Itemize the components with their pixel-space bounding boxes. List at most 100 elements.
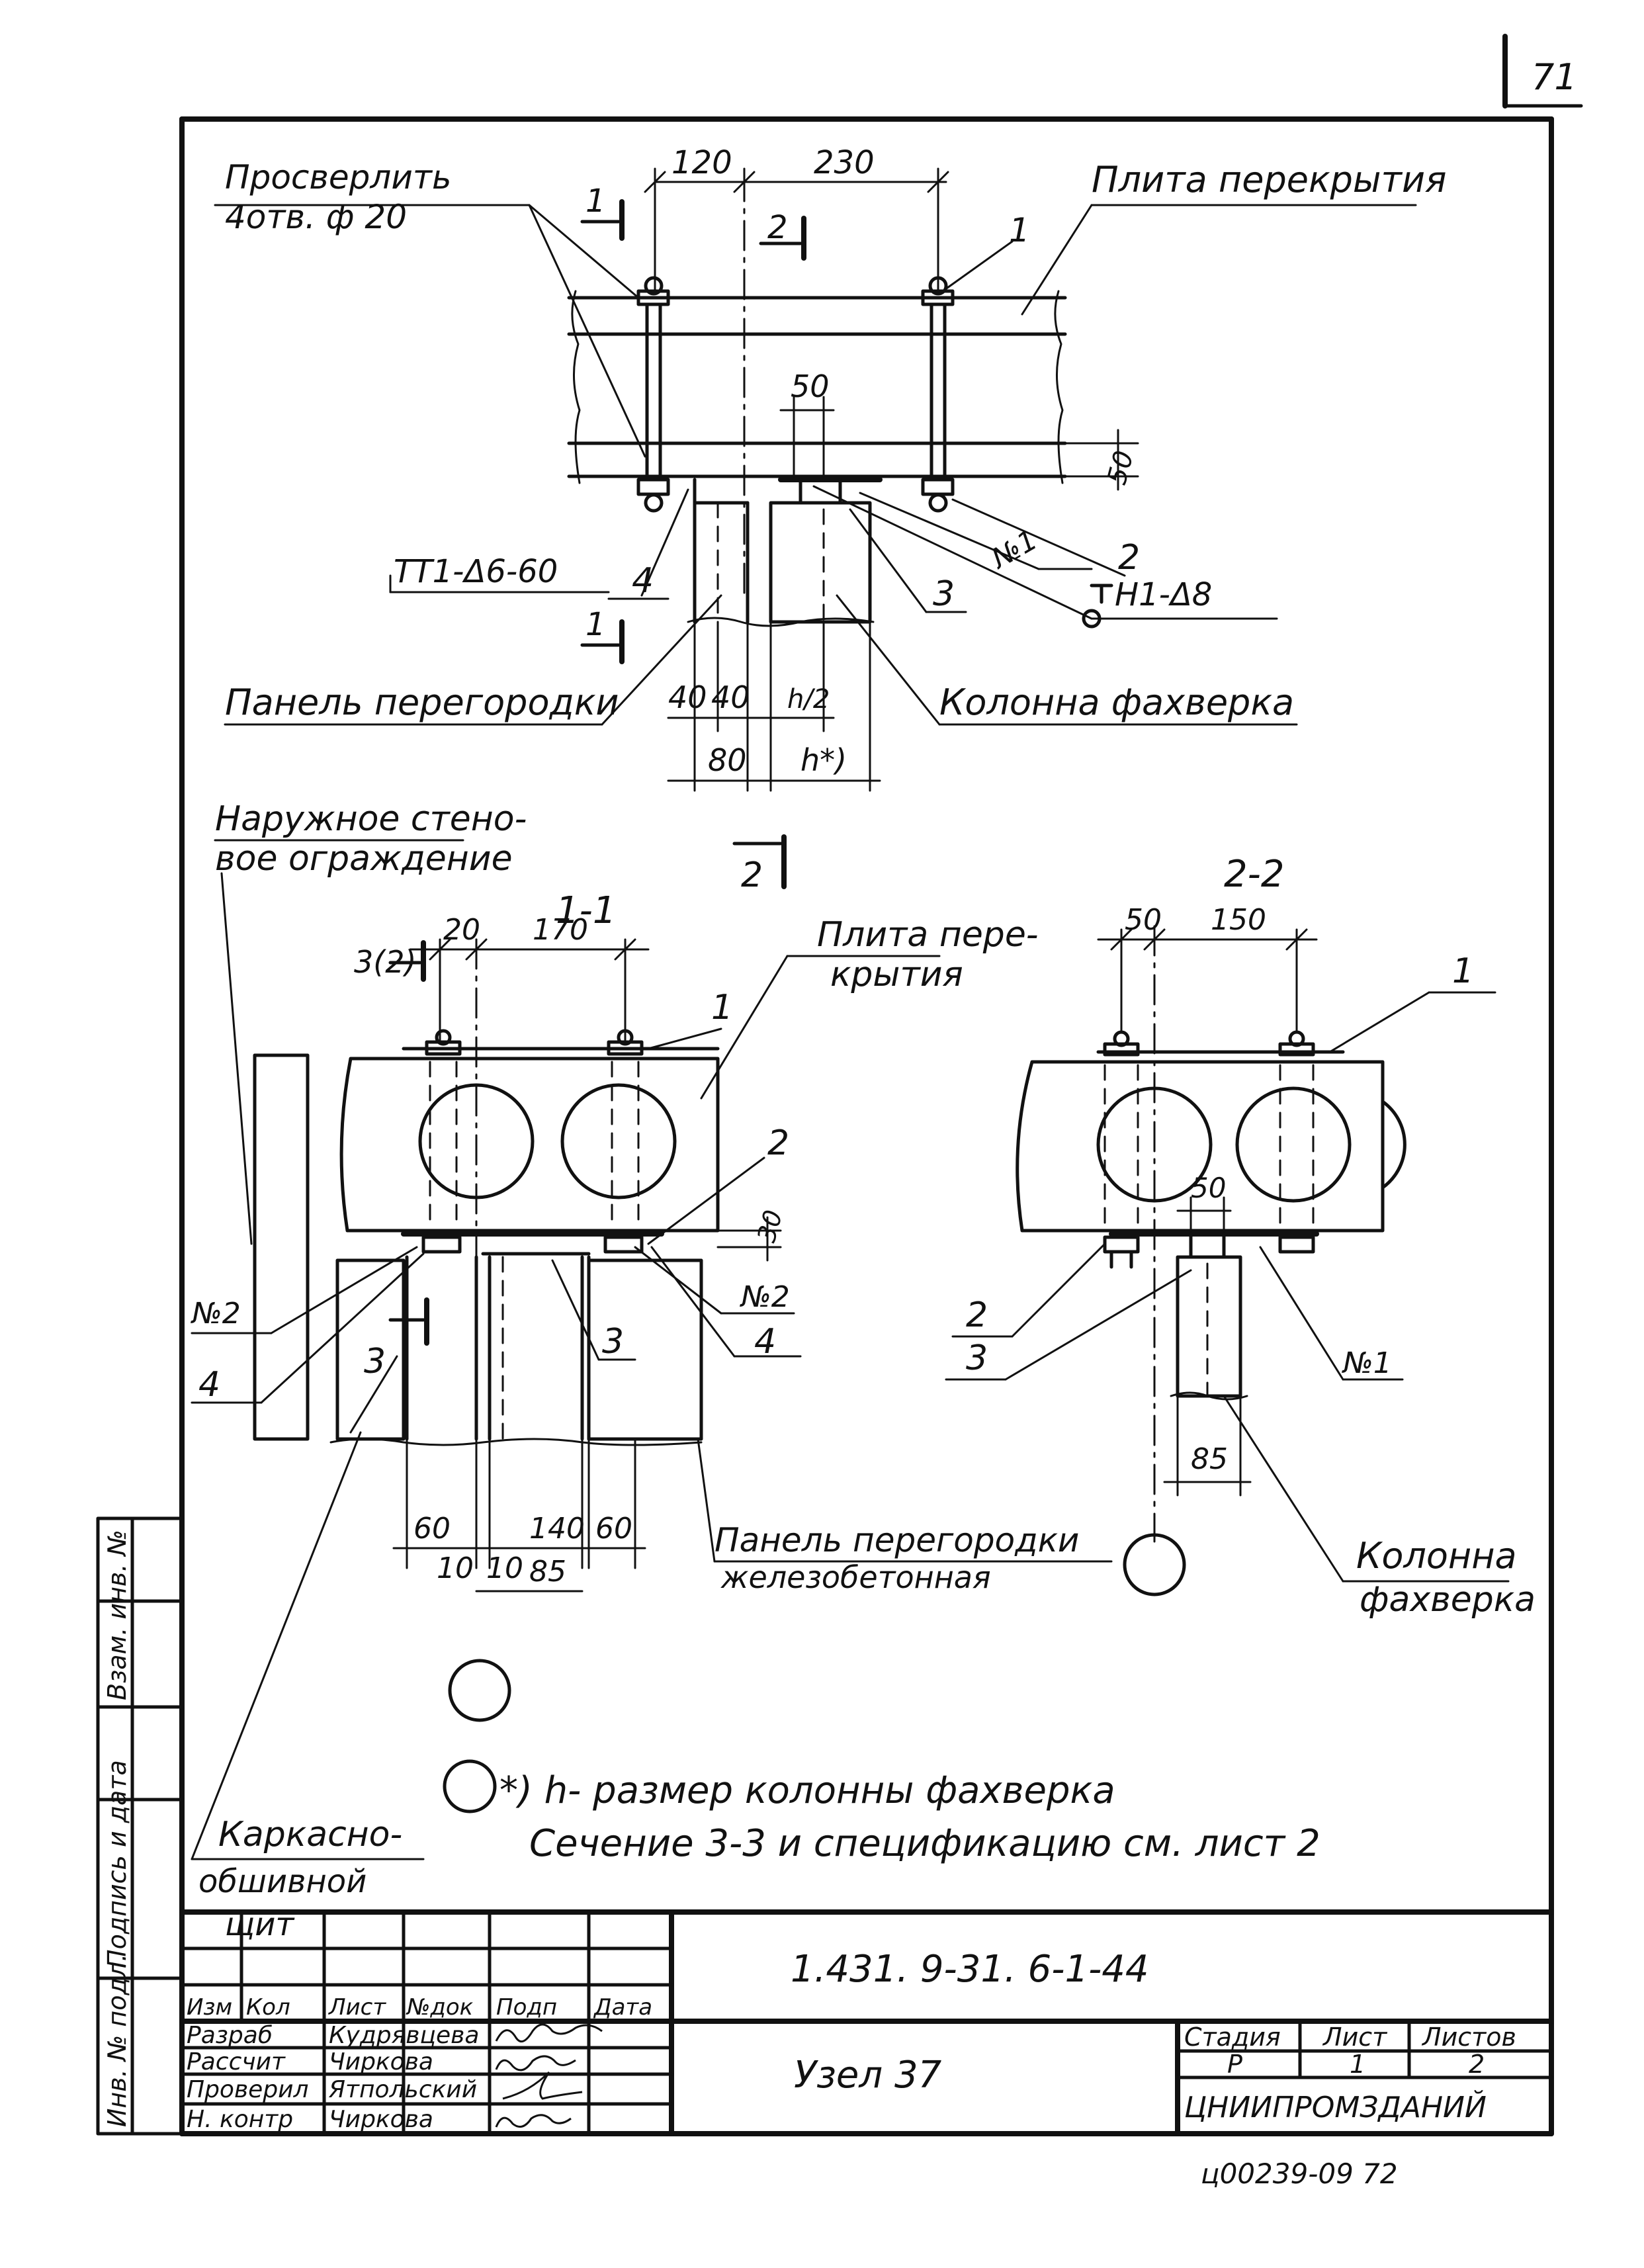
axis-marker-right bbox=[1123, 1533, 1186, 1596]
cut-2-top: 2 bbox=[767, 209, 788, 246]
tb-role-developer: Разраб bbox=[187, 2022, 273, 2049]
callout-n2-right: №2 bbox=[739, 1280, 790, 1314]
dim-50-s22-a: 50 bbox=[1125, 903, 1162, 937]
dim-h-half: h/2 bbox=[787, 684, 830, 715]
section-2-2-title: 2-2 bbox=[1224, 853, 1284, 896]
page-number: 71 bbox=[1532, 56, 1577, 98]
tb-role-norm-control: Н. контр bbox=[187, 2106, 293, 2133]
callout-1-s22: 1 bbox=[1452, 951, 1474, 991]
stamp-replace-inv: Взам. инв. № bbox=[103, 1530, 132, 1700]
callout-3-s22: 3 bbox=[966, 1338, 988, 1378]
dim-h: h*) bbox=[800, 742, 847, 778]
slab-label: Плита перекрытия bbox=[1092, 159, 1447, 200]
tb-name-developer: Кудрявцева bbox=[329, 2022, 479, 2049]
callout-4-right: 4 bbox=[754, 1322, 776, 1362]
cut-1-top: 1 bbox=[585, 183, 606, 220]
tb-header-date: Дата bbox=[593, 1994, 652, 2021]
frame-shield-line1: Каркасно- bbox=[218, 1815, 402, 1854]
callout-4: 4 bbox=[632, 561, 654, 601]
callout-4-left: 4 bbox=[198, 1365, 220, 1405]
node-name: Узел 37 bbox=[794, 2054, 942, 2097]
slab-label-s11-line2: крытия bbox=[830, 955, 963, 994]
callout-1-s11: 1 bbox=[711, 988, 733, 1027]
tb-name-checked: Ятпольский bbox=[328, 2076, 477, 2103]
tb-stage: Р bbox=[1227, 2050, 1242, 2079]
dim-85-s22: 85 bbox=[1191, 1442, 1228, 1476]
cut-2-bottom: 2 bbox=[741, 855, 763, 895]
signature-developer bbox=[495, 2023, 603, 2043]
callout-1: 1 bbox=[1009, 211, 1030, 249]
dim-140: 140 bbox=[529, 1512, 585, 1546]
dim-40-a: 40 bbox=[668, 679, 707, 715]
panel-label-s11-line1: Панель перегородки bbox=[714, 1521, 1079, 1559]
note-marker-circle bbox=[443, 1759, 497, 1813]
dim-20: 20 bbox=[443, 913, 480, 947]
outer-wall-label-line2: вое ограждение bbox=[215, 839, 513, 879]
column-label: Колонна фахверка bbox=[939, 681, 1294, 723]
cut-3-label: 3(2) bbox=[354, 944, 416, 980]
dim-40-b: 40 bbox=[711, 679, 750, 715]
tb-header-sign: Подп bbox=[496, 1994, 557, 2021]
column-label-s22-line1: Колонна bbox=[1356, 1535, 1517, 1577]
tb-sheets: 2 bbox=[1469, 2050, 1485, 2079]
tb-header-izm: Изм bbox=[187, 1994, 232, 2021]
section-1-1-title: 1-1 bbox=[556, 889, 616, 932]
tb-stage-header: Стадия bbox=[1184, 2023, 1281, 2052]
panel-label-s11-line2: железобетонная bbox=[720, 1559, 991, 1595]
dim-60-b: 60 bbox=[595, 1512, 632, 1546]
tb-sheets-header: Листов bbox=[1421, 2023, 1516, 2052]
dim-50-s22-b: 50 bbox=[1191, 1172, 1226, 1204]
tb-org: ЦНИИПРОМЗДАНИЙ bbox=[1184, 2089, 1487, 2124]
dim-230: 230 bbox=[814, 144, 875, 181]
tb-name-calculated: Чиркова bbox=[329, 2048, 433, 2075]
mark-h1: Н1-Δ8 bbox=[1115, 576, 1212, 613]
tb-header-list: Лист bbox=[327, 1994, 386, 2021]
stamp-sign-date: Подпись и дата bbox=[103, 1760, 132, 1968]
signature-calculated bbox=[495, 2055, 576, 2072]
axis-marker-left bbox=[448, 1659, 511, 1722]
tb-name-norm-control: Чиркова bbox=[329, 2106, 433, 2133]
callout-3: 3 bbox=[933, 574, 955, 614]
frame-shield-line2: обшивной bbox=[198, 1863, 367, 1900]
callout-3-left: 3 bbox=[364, 1342, 386, 1381]
tb-sheet-header: Лист bbox=[1322, 2023, 1388, 2052]
slab-label-s11-line1: Плита пере- bbox=[817, 915, 1039, 955]
note-line-1: *) h- размер колонны фахверка bbox=[499, 1769, 1115, 1812]
dim-60-a: 60 bbox=[413, 1512, 451, 1546]
tb-header-doc: №док bbox=[406, 1994, 474, 2021]
callout-n1-s22: №1 bbox=[1341, 1346, 1392, 1380]
dim-120: 120 bbox=[671, 144, 732, 181]
side-stamp: Взам. инв. № Подпись и дата Инв. № подл. bbox=[96, 1516, 184, 2136]
cut-1-bottom: 1 bbox=[585, 606, 606, 643]
dim-150: 150 bbox=[1211, 903, 1266, 937]
dim-50-vertical: 50 bbox=[1102, 448, 1140, 488]
dim-10-a: 10 bbox=[437, 1551, 474, 1585]
dim-10-b: 10 bbox=[486, 1551, 523, 1585]
dim-85: 85 bbox=[529, 1555, 566, 1589]
dim-170: 170 bbox=[533, 913, 588, 947]
tb-sheet: 1 bbox=[1350, 2050, 1365, 2079]
callout-2: 2 bbox=[1118, 538, 1140, 578]
drill-note-line2: 4отв. ф 20 bbox=[225, 198, 407, 236]
callout-2-s11: 2 bbox=[767, 1123, 789, 1163]
mark-t1: ТТ1-Δ6-60 bbox=[394, 553, 558, 590]
section-2-2: 2-2 50 150 50 bbox=[945, 853, 1536, 1620]
stamp-inv-no: Инв. № подл. bbox=[103, 1954, 132, 2127]
bottom-code: ц00239-09 72 bbox=[1201, 2158, 1398, 2190]
dim-80: 80 bbox=[708, 742, 747, 778]
tb-role-calculated: Рассчит bbox=[187, 2048, 286, 2075]
tb-header-kol: Кол bbox=[246, 1994, 290, 2021]
doc-code: 1.431. 9-31. 6-1-44 bbox=[791, 1948, 1149, 1991]
plan-view: 120 230 50 50 40 40 h/2 80 h*) 1 1 2 bbox=[214, 144, 1447, 895]
section-1-1: 1-1 Наружное стено- вое ограждение bbox=[190, 799, 1113, 1943]
dim-50: 50 bbox=[791, 369, 830, 404]
dim-30: 30 bbox=[752, 1207, 788, 1245]
tb-role-checked: Проверил bbox=[187, 2076, 309, 2103]
callout-3-right: 3 bbox=[602, 1322, 624, 1362]
outer-wall-label-line1: Наружное стено- bbox=[215, 799, 527, 839]
title-block: Изм Кол Лист №док Подп Дата Разраб Кудря… bbox=[179, 1909, 1554, 2136]
note-line-2: Сечение 3-3 и спецификацию см. лист 2 bbox=[529, 1822, 1320, 1865]
signature-norm-control bbox=[495, 2114, 572, 2128]
signature-checked bbox=[502, 2071, 583, 2100]
